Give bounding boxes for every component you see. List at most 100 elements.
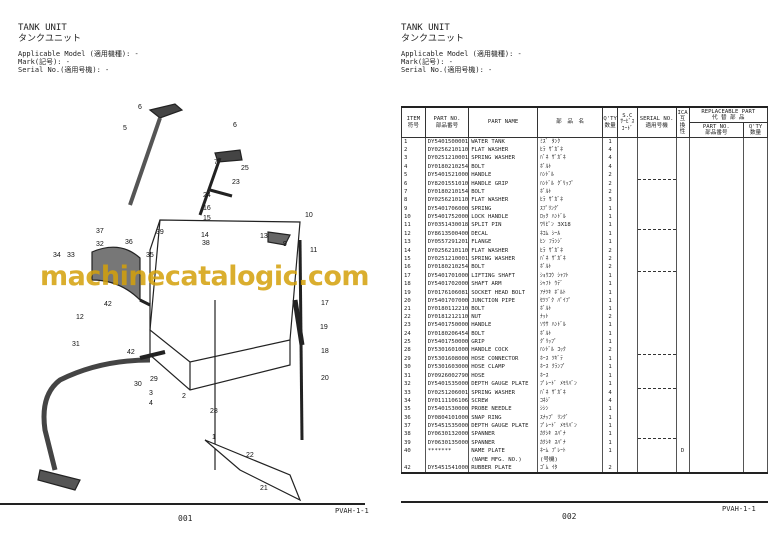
empty-cell — [743, 170, 768, 180]
item-number: 37 — [401, 421, 426, 430]
empty-cell — [616, 170, 638, 180]
ica — [675, 354, 690, 364]
empty-cell — [616, 388, 638, 398]
quantity: 1 — [602, 413, 618, 422]
ica — [675, 229, 690, 239]
item-number: 17 — [401, 271, 426, 281]
quantity: 2 — [602, 179, 618, 189]
part-name: SPANNER — [468, 429, 538, 439]
jp-name: ﾎｰｽ ﾂｷﾞﾃ — [536, 354, 604, 364]
ica — [675, 321, 690, 330]
ica — [675, 455, 690, 464]
item-number: 24 — [401, 329, 426, 338]
empty-cell — [636, 179, 677, 189]
right-title-jp: タンクユニット — [401, 34, 465, 44]
empty-cell — [688, 146, 745, 155]
item-number: 7 — [401, 188, 426, 197]
item-number: 11 — [401, 221, 426, 230]
part-name: SPRING — [468, 204, 538, 213]
empty-cell — [688, 371, 745, 380]
quantity: 1 — [602, 379, 618, 389]
water-tank-shape — [149, 219, 301, 363]
part-name: HANDLE — [468, 170, 538, 180]
empty-cell — [636, 271, 677, 281]
empty-cell — [743, 413, 768, 422]
empty-cell — [616, 271, 638, 281]
item-number: 31 — [401, 371, 426, 380]
part-number: DY5401535000 — [424, 379, 470, 389]
quantity: 2 — [602, 254, 618, 263]
jp-name: ﾌﾟﾚｰﾄﾞ ﾒﾓﾘﾊﾞﾝ — [536, 379, 604, 389]
jp-name: ｶｸｼｷ ｽﾊﾟﾅ — [536, 438, 604, 448]
item-number: 28 — [401, 345, 426, 355]
empty-cell — [688, 212, 745, 221]
callout-number: 37 — [96, 228, 104, 235]
callout-number: 30 — [134, 381, 142, 388]
part-number: DY5401706000 — [424, 204, 470, 213]
item-number: 23 — [401, 321, 426, 330]
part-name: SCREW — [468, 397, 538, 406]
jp-name: ﾋﾝ ﾌﾗﾝｼﾞ — [536, 238, 604, 247]
empty-cell — [616, 212, 638, 221]
part-name: HOSE CLAMP — [468, 363, 538, 372]
item-number: 40 — [401, 447, 426, 456]
empty-cell — [636, 455, 677, 464]
empty-cell — [636, 246, 677, 255]
item-number: 22 — [401, 313, 426, 322]
callout-number: 4 — [149, 400, 153, 407]
item-number: 19 — [401, 288, 426, 297]
ica — [675, 179, 690, 189]
quantity: 1 — [602, 447, 618, 456]
empty-cell — [743, 162, 768, 171]
part-name: JUNCTION PIPE — [468, 296, 538, 305]
part-number: DY0256210110 — [424, 146, 470, 155]
right-mark: Mark(記号): - — [401, 58, 453, 66]
empty-cell — [688, 262, 745, 272]
empty-cell — [688, 363, 745, 372]
empty-cell — [743, 363, 768, 372]
jp-name: ｽﾅｯﾌﾟ ﾘﾝｸﾞ — [536, 413, 604, 422]
empty-cell — [616, 137, 638, 147]
empty-cell — [636, 354, 677, 364]
empty-cell — [636, 154, 677, 163]
empty-cell — [616, 288, 638, 297]
quantity: 1 — [602, 421, 618, 430]
part-name: LIFTING SHAFT — [468, 271, 538, 281]
right-serial: Serial No.(適用号機): - — [401, 66, 493, 74]
callout-number: 10 — [305, 212, 313, 219]
part-name: LOCK HANDLE — [468, 212, 538, 221]
jp-name: ﾋﾗ ｻﾞｶﾞﾈ — [536, 146, 604, 155]
item-number: 30 — [401, 363, 426, 372]
part-name: RUBBER PLATE — [468, 463, 538, 474]
empty-cell — [616, 254, 638, 263]
quantity: 4 — [602, 146, 618, 155]
part-number: DY0180112210 — [424, 304, 470, 314]
jp-name: ｿｳｻ ﾊﾝﾄﾞﾙ — [536, 321, 604, 330]
empty-cell — [636, 170, 677, 180]
quantity: 2 — [602, 262, 618, 272]
empty-cell — [616, 238, 638, 247]
empty-cell — [688, 354, 745, 364]
left-footer-rule — [0, 503, 365, 505]
header-part-name: PART NAME — [468, 106, 538, 138]
part-name: BOLT — [468, 162, 538, 171]
quantity: 4 — [602, 388, 618, 398]
ica — [675, 329, 690, 338]
empty-cell — [636, 421, 677, 430]
empty-cell — [743, 313, 768, 322]
empty-cell — [636, 379, 677, 389]
empty-cell — [743, 429, 768, 439]
empty-cell — [688, 154, 745, 163]
right-model: Applicable Model (適用機種): - — [401, 50, 522, 58]
